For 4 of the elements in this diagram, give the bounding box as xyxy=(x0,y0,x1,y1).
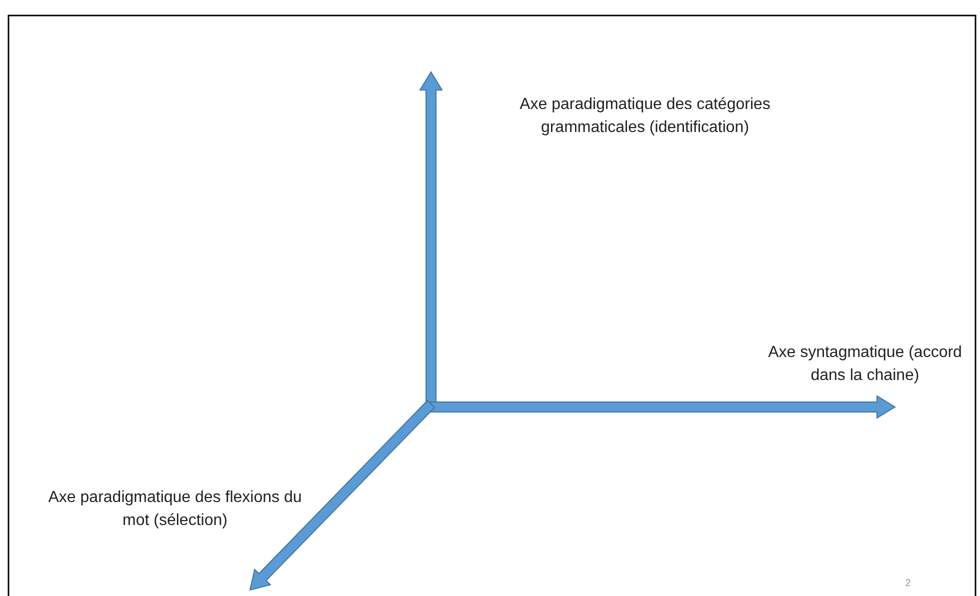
axis-label: Axe paradigmatique des flexions du mot (sélection) xyxy=(47,488,303,531)
page-number: 2 xyxy=(904,577,912,591)
axis-label: Axe paradigmatique des catégories grammaticales (identification) xyxy=(518,95,772,138)
axis-label: Axe syntagmatique (accord dans la chaine) xyxy=(767,343,963,386)
